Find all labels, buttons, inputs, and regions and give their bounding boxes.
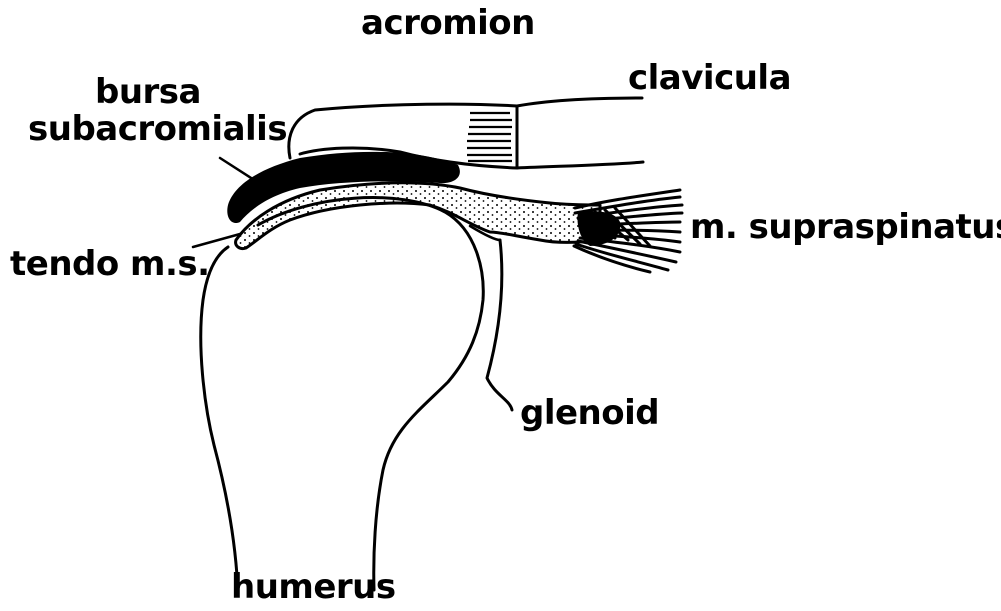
label-bursa-line1: bursa bbox=[28, 74, 268, 111]
glenoid-bone bbox=[487, 240, 512, 410]
label-humerus: humerus bbox=[231, 570, 396, 604]
label-acromion: acromion bbox=[361, 6, 535, 40]
label-tendo: tendo m.s. bbox=[10, 247, 210, 281]
humerus-bone bbox=[201, 198, 483, 594]
label-bursa-subacromialis: bursa subacromialis bbox=[28, 74, 268, 147]
bursa-leader-line bbox=[220, 158, 262, 185]
label-glenoid: glenoid bbox=[520, 396, 659, 430]
label-clavicula: clavicula bbox=[628, 61, 791, 95]
label-bursa-line2: subacromialis bbox=[28, 111, 268, 148]
label-supraspinatus: m. supraspinatus bbox=[690, 210, 1001, 244]
supraspinatus-tendon bbox=[236, 183, 600, 249]
ac-joint-hatching bbox=[467, 113, 512, 161]
clavicula-bone bbox=[517, 98, 643, 168]
